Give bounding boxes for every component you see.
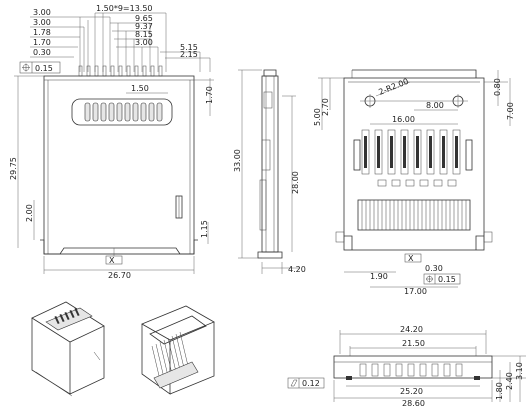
dim-9-37: 9.37: [135, 22, 153, 31]
dim-25-20: 25.20: [400, 387, 423, 396]
side-view: 33.00 28.00 4.20: [233, 69, 306, 274]
dim-1-80: 1.80: [495, 382, 504, 400]
position-tolerance-frame-bottom: 0.15: [423, 273, 461, 285]
dim-2-00: 2.00: [25, 204, 34, 222]
position-tolerance-frame: 0.15: [19, 61, 61, 74]
contact-window: [71, 98, 173, 126]
dim-21-50: 21.50: [402, 339, 425, 348]
top-view: 1.50*9=13.50 3.00 3.00 9.65 1.78 9.37 1.…: [9, 4, 214, 280]
contact-springs: [361, 129, 461, 187]
iso-view-top: [31, 301, 105, 397]
dim-2-r2: 2-R2.00: [377, 77, 409, 97]
terminal-strip: [357, 199, 471, 231]
dim-9-65: 9.65: [135, 14, 153, 23]
dim-1-90: 1.90: [370, 272, 388, 281]
dim-3-00-b: 3.00: [33, 18, 51, 27]
dim-17-00: 17.00: [404, 287, 427, 296]
dim-0-30: 0.30: [33, 48, 51, 57]
dim-1-70: 1.70: [33, 38, 51, 47]
dim-5-00: 5.00: [313, 108, 322, 126]
dim-2-15: 2.15: [180, 50, 198, 59]
dim-28-60: 28.60: [402, 399, 425, 408]
dim-2-70: 2.70: [321, 98, 330, 116]
contact-tails: [78, 65, 163, 77]
iso-view-bottom: [141, 305, 215, 395]
dim-0-80: 0.80: [493, 78, 502, 96]
dim-5-15: 5.15: [180, 43, 198, 52]
position-tol-value: 0.15: [35, 64, 53, 73]
dim-7-00: 7.00: [506, 102, 515, 120]
dim-3-00-c: 3.00: [135, 38, 153, 47]
dim-pitch: 1.50*9=13.50: [96, 4, 153, 13]
dim-29-75: 29.75: [9, 157, 18, 180]
dim-1-70: 1.70: [205, 86, 214, 104]
dim-3-10: 3.10: [515, 362, 524, 380]
dim-8-15: 8.15: [135, 30, 153, 39]
front-view: 24.20 21.50 0.12 25.20: [287, 325, 526, 408]
position-tol-bottom: 0.15: [438, 275, 456, 284]
dim-26-70: 26.70: [108, 271, 131, 280]
dim-33-00: 33.00: [233, 149, 242, 172]
dim-4-20: 4.20: [288, 265, 306, 274]
dim-28-00: 28.00: [291, 171, 300, 194]
flatness-value: 0.12: [302, 379, 320, 388]
dim-1-78: 1.78: [33, 28, 51, 37]
dim-8-00: 8.00: [426, 101, 444, 110]
dim-1-50: 1.50: [131, 84, 149, 93]
flatness-frame: 0.12: [287, 377, 325, 389]
dim-0-30: 0.30: [425, 264, 443, 273]
bottom-view: 2-R2.00 8.00 16.00: [313, 69, 515, 296]
datum-x-bottom: X: [408, 254, 414, 263]
datum-x: X: [109, 256, 115, 265]
dim-24-20: 24.20: [400, 325, 423, 334]
dim-1-15: 1.15: [200, 220, 209, 238]
dim-3-00-a: 3.00: [33, 8, 51, 17]
dim-2-40: 2.40: [505, 372, 514, 390]
dim-16-00: 16.00: [392, 115, 415, 124]
